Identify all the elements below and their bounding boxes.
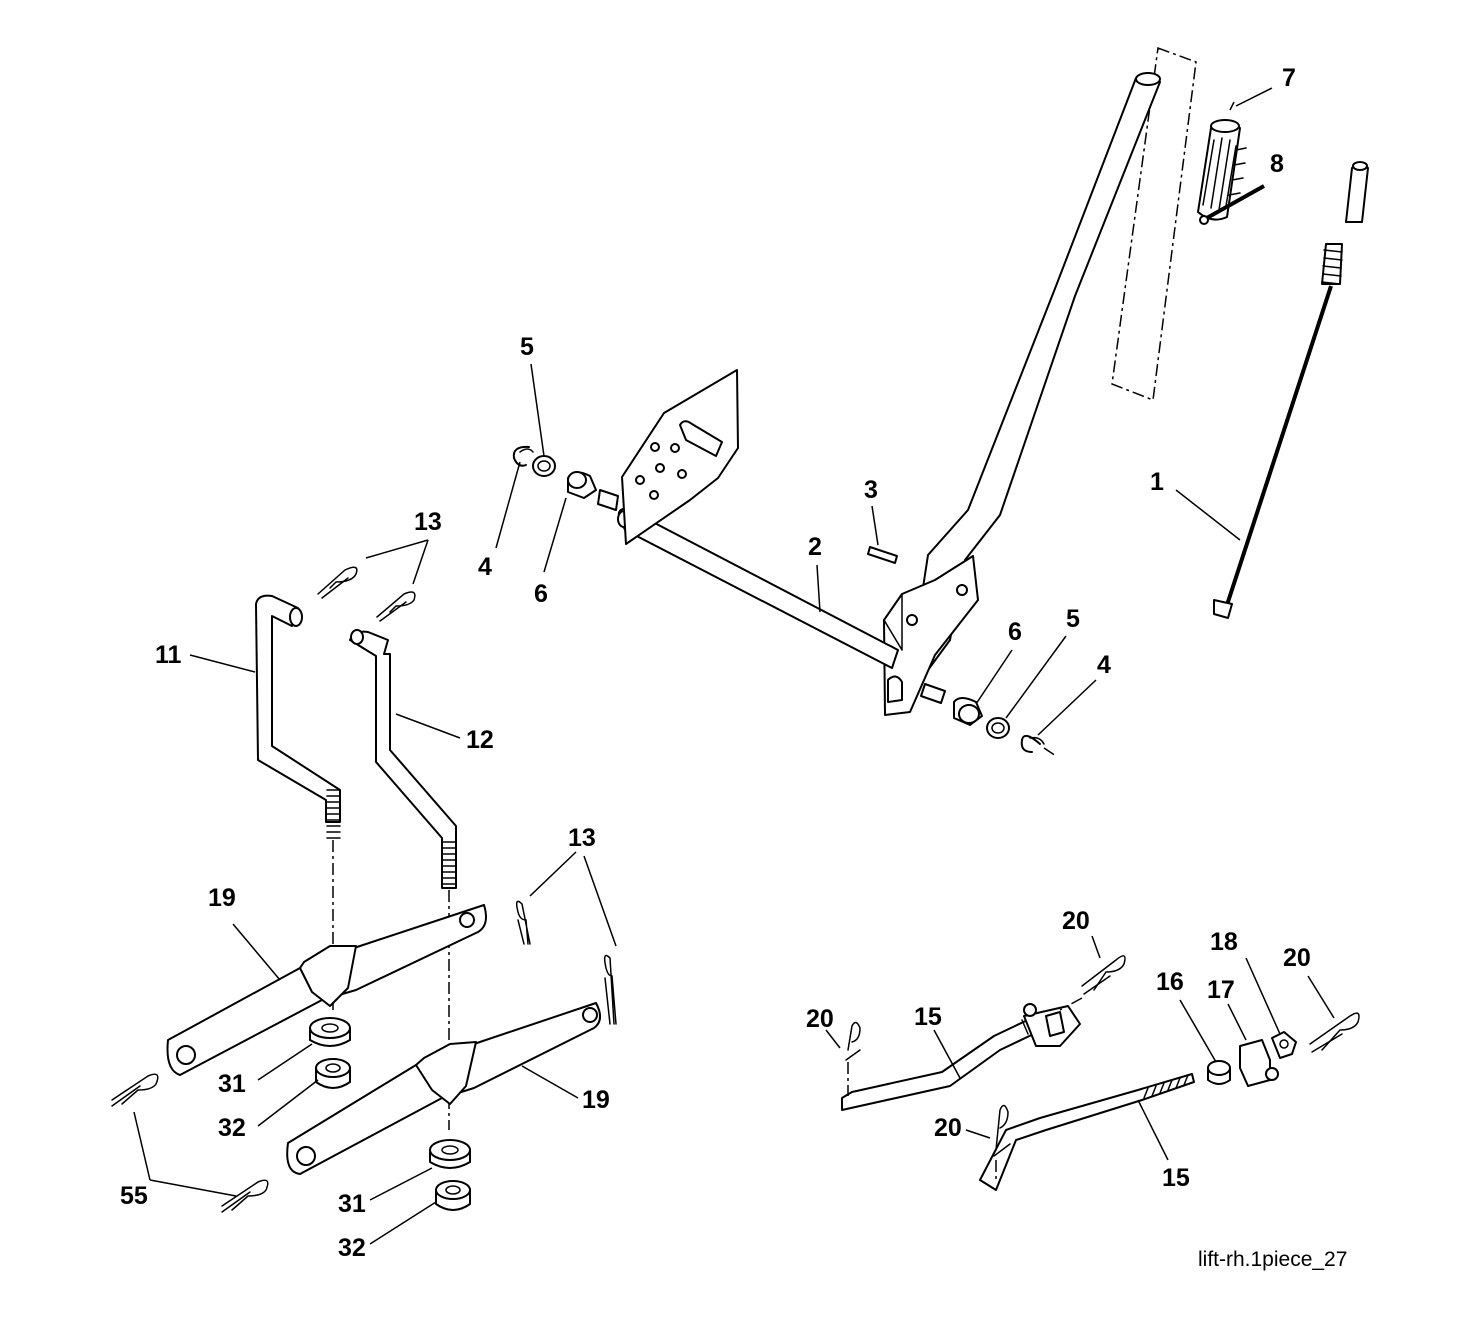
callout-11: 11 — [155, 641, 182, 669]
callout-1: 1 — [1150, 468, 1164, 496]
callout-17: 17 — [1207, 976, 1235, 1004]
bushing-left — [567, 471, 597, 499]
callout-6-left: 6 — [534, 580, 548, 608]
hairpin-clip-20-a — [845, 1021, 861, 1061]
callout-15-lower: 15 — [1162, 1164, 1190, 1192]
callout-4-left: 4 — [478, 553, 492, 581]
swivel-block-17 — [1239, 1039, 1279, 1087]
lift-arm-upper — [166, 904, 487, 1076]
callout-5-right: 5 — [1066, 605, 1080, 633]
nut-32-upper — [315, 1058, 351, 1089]
callout-labels: 7 8 1 2 3 5 4 6 6 5 4 13 11 12 13 19 19 … — [120, 64, 1311, 1262]
spacer-31-lower — [429, 1139, 471, 1169]
callout-4-right: 4 — [1097, 651, 1111, 679]
hairpin-clip-20-c — [993, 1104, 1011, 1157]
callout-55: 55 — [120, 1182, 148, 1210]
callout-19-lower: 19 — [582, 1086, 610, 1114]
callout-15-upper: 15 — [914, 1003, 942, 1031]
callout-18: 18 — [1210, 928, 1238, 956]
figure-caption: lift-rh.1piece_27 — [1198, 1248, 1347, 1271]
centerline-coupler — [1059, 997, 1083, 1011]
rod-coupler-upper — [1023, 1003, 1081, 1047]
spacer-31-upper — [309, 1017, 351, 1047]
ferrule-18 — [1271, 1031, 1297, 1059]
callout-13-upper: 13 — [414, 508, 442, 536]
callout-7: 7 — [1282, 64, 1296, 92]
hairpin-clip-upper-a — [317, 566, 358, 599]
callout-13-lower: 13 — [568, 824, 596, 852]
callout-8: 8 — [1270, 150, 1284, 178]
callout-32-lower: 32 — [338, 1234, 366, 1262]
lift-lever — [914, 72, 1161, 671]
lift-shaft — [617, 507, 899, 669]
bushing-right — [953, 697, 983, 726]
handle-grip — [1197, 119, 1247, 221]
callout-31-lower: 31 — [338, 1190, 366, 1218]
callout-16: 16 — [1156, 968, 1184, 996]
hairpin-clip-55-b — [221, 1179, 269, 1213]
lift-link-12 — [349, 629, 457, 889]
callout-20-left: 20 — [806, 1005, 834, 1033]
hairpin-clip-upper-b — [376, 591, 416, 622]
centerline-right — [1043, 747, 1057, 757]
callout-32-upper: 32 — [218, 1114, 246, 1142]
callout-3: 3 — [864, 476, 878, 504]
hairpin-clip-55-a — [111, 1073, 159, 1107]
lift-rod-15-upper — [841, 1015, 1043, 1111]
washer-left — [532, 455, 556, 477]
lever-bracket — [883, 555, 979, 716]
mounting-plate — [621, 369, 739, 545]
callout-2: 2 — [808, 533, 822, 561]
shaft-stub-left — [597, 489, 619, 511]
nut-16 — [1207, 1060, 1231, 1085]
hairpin-clip-20-b — [1081, 955, 1126, 995]
callout-31-upper: 31 — [218, 1070, 246, 1098]
e-clip-right — [1020, 734, 1045, 753]
leader-lines — [133, 87, 1335, 1245]
callout-20-top: 20 — [1062, 907, 1090, 935]
grip-pin — [1199, 184, 1265, 225]
lift-arm-lower — [286, 1002, 601, 1175]
assist-spring-rod — [1213, 161, 1369, 619]
washer-right — [986, 717, 1010, 739]
hairpin-clip-20-d — [1309, 1012, 1360, 1053]
lift-rod-15-lower — [979, 1073, 1195, 1191]
roll-pin — [867, 546, 898, 564]
shaft-stub-right — [920, 683, 946, 704]
hairpin-clip-lower-a — [515, 900, 531, 945]
callout-12: 12 — [466, 726, 494, 754]
lift-link-11 — [255, 594, 341, 839]
callout-20-right: 20 — [1283, 944, 1311, 972]
nut-32-lower — [435, 1180, 471, 1211]
hairpin-clip-lower-b — [603, 954, 617, 1025]
handle-phantom-outline — [1111, 46, 1197, 402]
callout-19-upper: 19 — [208, 884, 236, 912]
callout-20-lower: 20 — [934, 1114, 962, 1142]
callout-6-right: 6 — [1008, 618, 1022, 646]
e-clip-left — [512, 445, 534, 467]
callout-5-left: 5 — [520, 333, 534, 361]
